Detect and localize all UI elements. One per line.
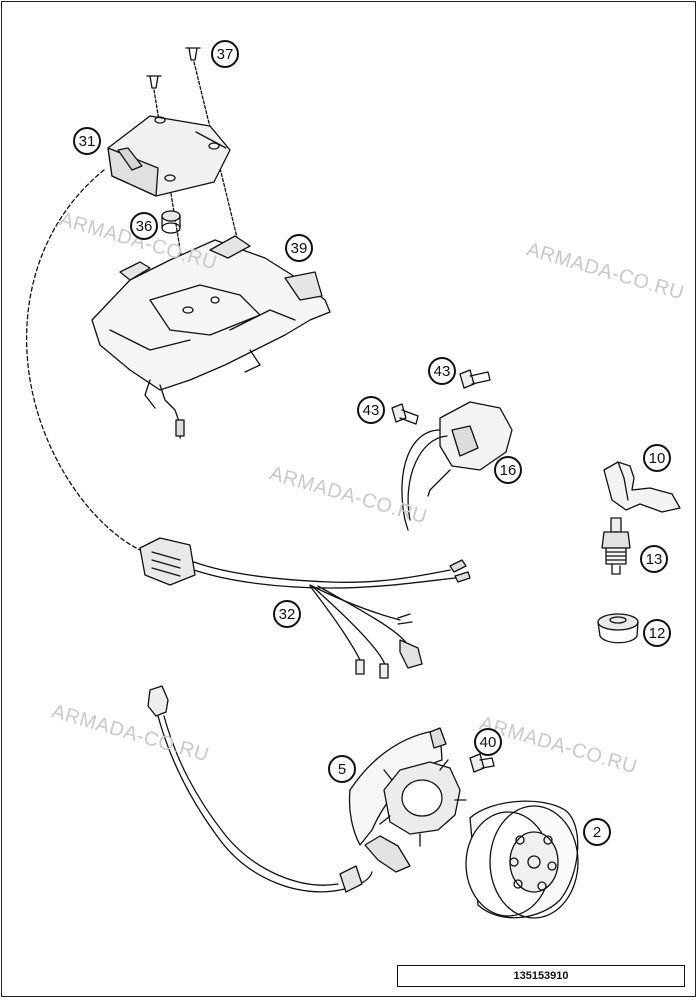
callout-32: 32 — [273, 600, 301, 628]
bushing-36 — [161, 210, 181, 234]
callout-5: 5 — [328, 755, 356, 783]
control-unit-31 — [107, 115, 231, 197]
rotor-2 — [465, 800, 579, 919]
callout-12: 12 — [643, 619, 671, 647]
bracket-39 — [91, 235, 331, 439]
callout-43-b: 43 — [357, 396, 385, 424]
callout-36: 36 — [130, 212, 158, 240]
callout-2: 2 — [583, 818, 611, 846]
callout-31: 31 — [73, 127, 101, 155]
figure-number: 135153910 — [397, 965, 685, 987]
callout-43-a: 43 — [428, 357, 456, 385]
bolt-43-a — [459, 369, 491, 389]
callout-39: 39 — [285, 234, 313, 262]
spark-plug-13 — [601, 517, 631, 575]
ignition-coil-16 — [401, 401, 513, 531]
stator-5 — [147, 685, 467, 893]
wiring-harness-32 — [139, 537, 471, 679]
callout-37: 37 — [211, 40, 239, 68]
bolt-40 — [469, 753, 495, 773]
connector-wire-31 — [26, 169, 141, 551]
callout-40: 40 — [474, 728, 502, 756]
seal-12 — [597, 613, 639, 644]
callout-13: 13 — [640, 545, 668, 573]
spark-plug-cap-10 — [603, 461, 681, 513]
callout-16: 16 — [494, 456, 522, 484]
callout-10: 10 — [643, 444, 671, 472]
bolt-43-b — [391, 403, 419, 425]
